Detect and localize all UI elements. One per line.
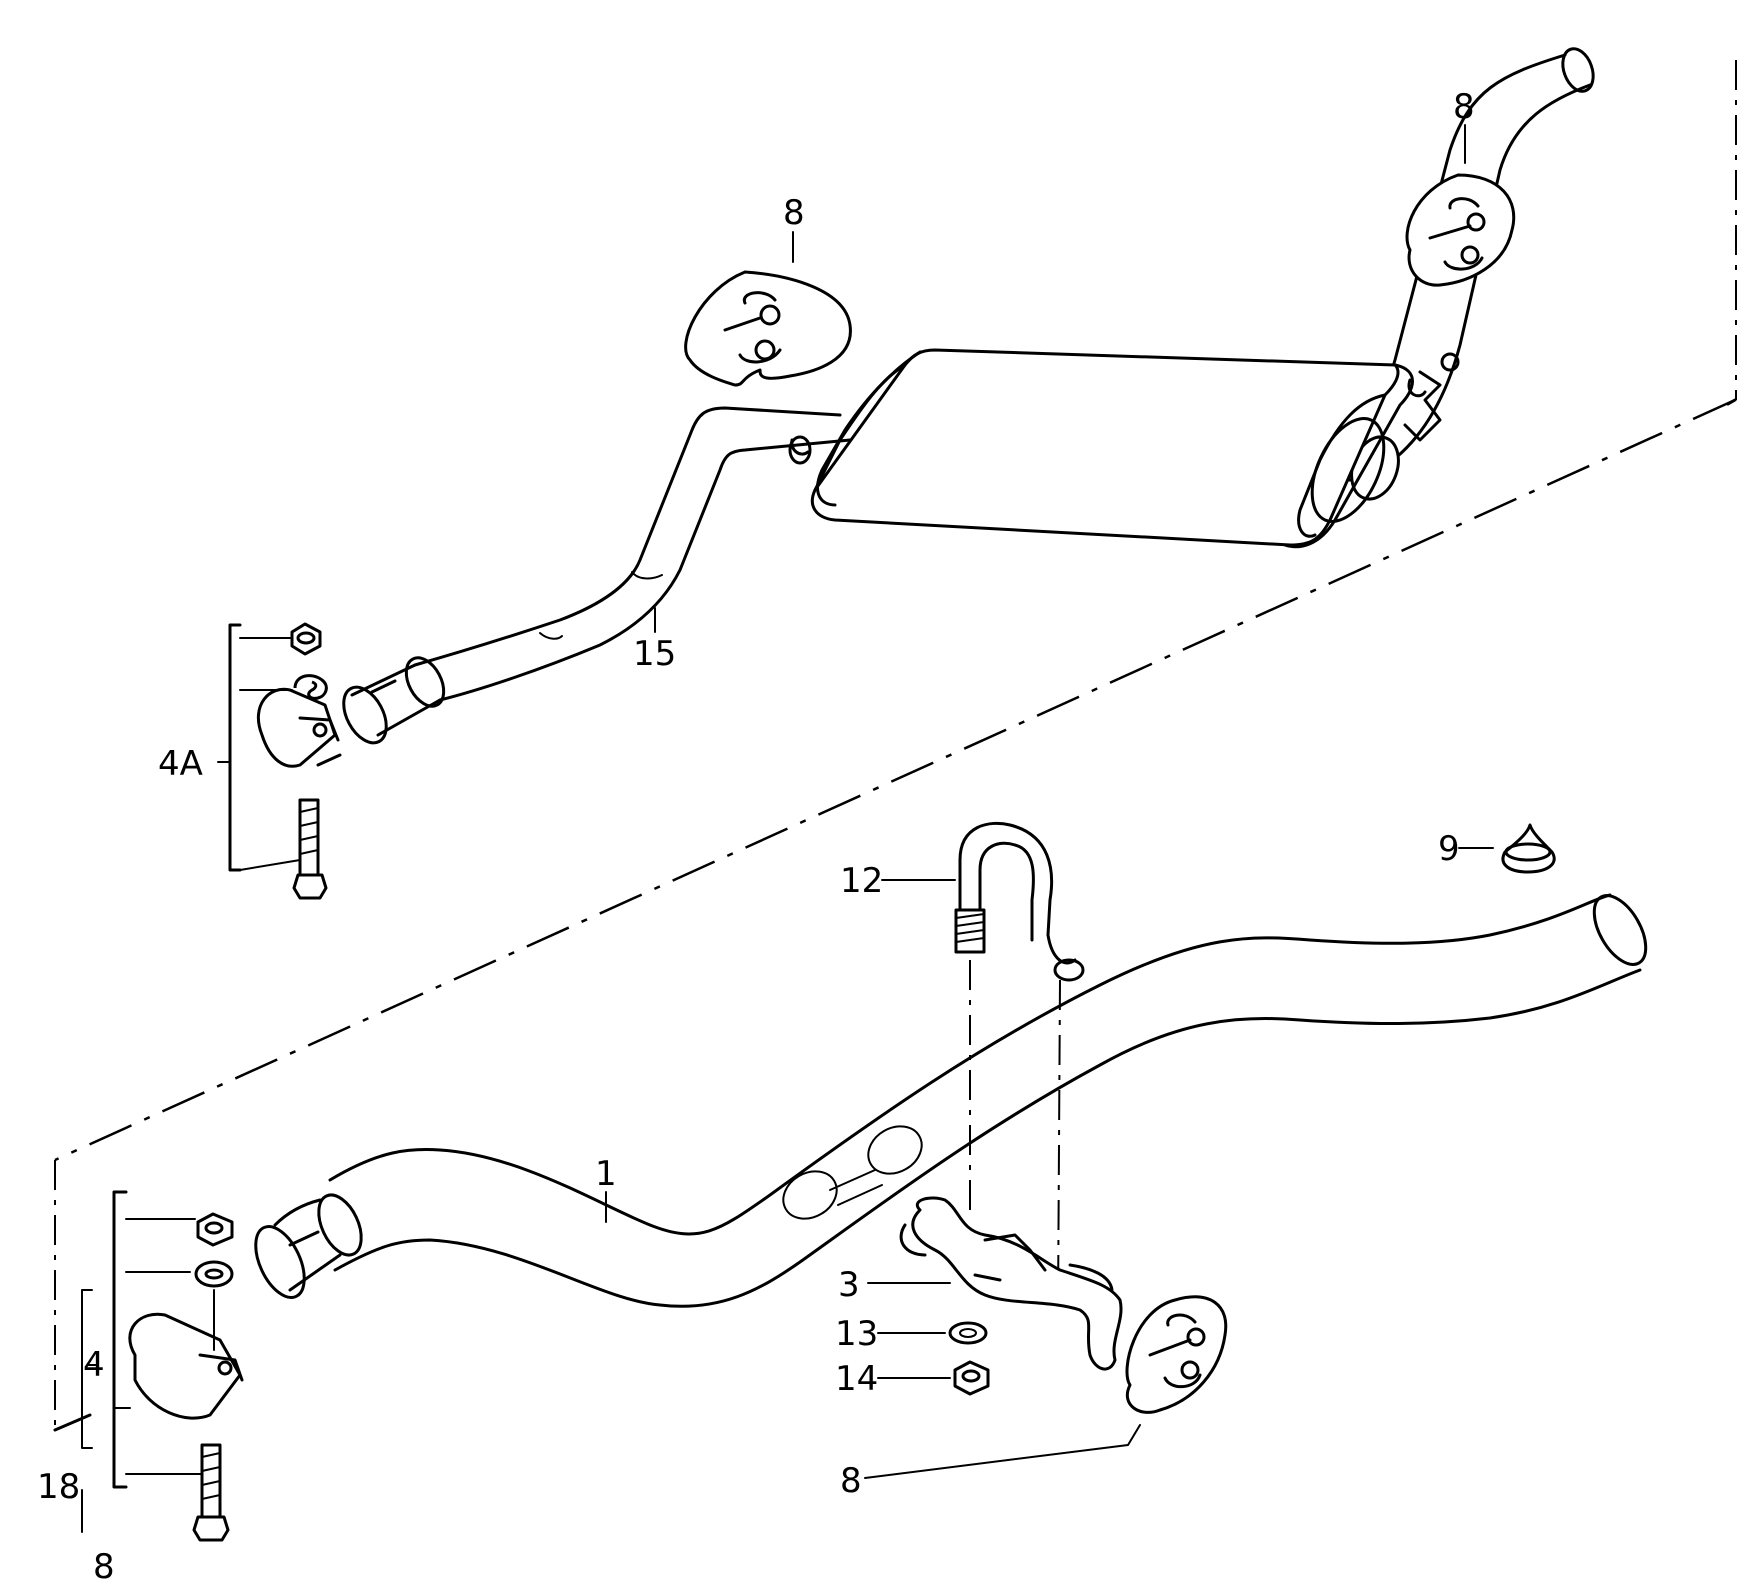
callout-4a: 4A [158, 744, 203, 784]
clamp-kit-4a [217, 622, 342, 900]
u-bolt-12 [954, 821, 1085, 1311]
callout-14: 14 [835, 1359, 878, 1399]
leader-lines [605, 124, 1494, 1479]
rubber-mount-topright [1405, 173, 1516, 287]
nut-14 [953, 1360, 990, 1396]
callout-9: 9 [1438, 829, 1460, 869]
clamp-kit-4 [81, 1190, 244, 1542]
washer-13 [948, 1321, 988, 1345]
callout-8-edge: 8 [93, 1547, 115, 1580]
callout-18: 18 [37, 1467, 80, 1507]
callout-1: 1 [595, 1154, 617, 1194]
callout-15: 15 [633, 634, 676, 674]
callout-labels: 8 8 15 4A 9 12 1 3 13 14 8 4 18 8 [37, 87, 1475, 1580]
bracket-3 [899, 1196, 1123, 1371]
callout-8-mid: 8 [783, 193, 805, 233]
front-pipe-assembly [254, 893, 1648, 1308]
buffer-9 [1501, 823, 1556, 874]
callout-12: 12 [840, 861, 883, 901]
rubber-mount-mid [684, 270, 852, 387]
callout-13: 13 [835, 1314, 878, 1354]
section-divider [53, 60, 1737, 1432]
callout-3: 3 [838, 1265, 860, 1305]
callout-8-topright: 8 [1453, 87, 1475, 127]
rear-muffler-assembly [342, 47, 1595, 745]
rubber-mount-bottom [1125, 1295, 1228, 1414]
callout-4: 4 [83, 1345, 105, 1385]
callout-8-bottom: 8 [840, 1461, 862, 1501]
